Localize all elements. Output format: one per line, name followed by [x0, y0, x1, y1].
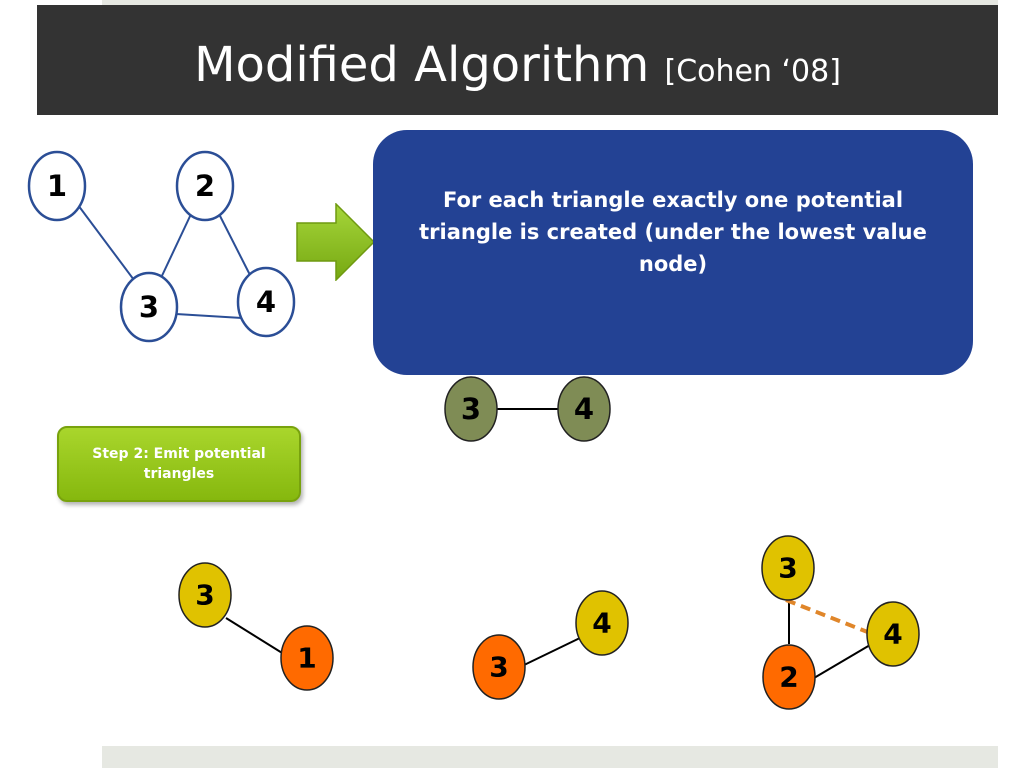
- emitted-node-3: 3: [178, 562, 232, 628]
- emitted-1-node-3-label: 3: [195, 579, 214, 612]
- slide-title: Modified Algorithm [Cohen ‘08]: [37, 35, 998, 102]
- node-4: 4: [236, 266, 296, 338]
- top-decor-strip: [102, 0, 998, 6]
- callout-text: For each triangle exactly one potential …: [419, 188, 927, 276]
- node-2-label: 2: [195, 169, 215, 203]
- emitted-node-4: 4: [575, 590, 629, 656]
- title-bar: Modified Algorithm [Cohen ‘08]: [37, 5, 998, 115]
- edge-2-4: [217, 211, 251, 276]
- edge-1-3: [77, 204, 135, 281]
- step-label: Step 2: Emit potential triangles: [92, 446, 266, 482]
- node-3: 3: [119, 271, 179, 343]
- emitted-2-node-4-label: 4: [592, 607, 611, 640]
- edge-2-3: [159, 211, 193, 281]
- emitted-pair-1: 3 1: [178, 562, 334, 691]
- emitted-node-3: 3: [761, 535, 815, 601]
- emitted-node-2: 2: [762, 644, 816, 710]
- emitted-3-node-4-label: 4: [883, 618, 902, 651]
- emitted-edge: [521, 636, 583, 667]
- emitted-node-3: 3: [472, 634, 526, 700]
- emitted-edge: [813, 644, 871, 679]
- input-graph: 1 2 3 4: [27, 150, 296, 343]
- step-button[interactable]: Step 2: Emit potential triangles: [57, 426, 301, 502]
- edge-pair: 3 4: [444, 376, 611, 442]
- emitted-1-node-1-label: 1: [297, 642, 316, 675]
- node-1: 1: [27, 150, 87, 222]
- node-4-label: 4: [256, 285, 276, 319]
- bottom-decor-strip: [102, 746, 998, 768]
- pair-node-3-label: 3: [461, 392, 481, 426]
- emitted-node-4: 4: [866, 601, 920, 667]
- node-3-label: 3: [139, 290, 159, 324]
- edge-3-4: [175, 313, 243, 319]
- pair-node-4-label: 4: [574, 392, 594, 426]
- pair-node-3: 3: [444, 376, 498, 442]
- pair-node-4: 4: [557, 376, 611, 442]
- callout-box: For each triangle exactly one potential …: [373, 130, 973, 375]
- emitted-pair-2: 4 3: [472, 590, 629, 700]
- node-1-label: 1: [47, 169, 67, 203]
- title-citation: [Cohen ‘08]: [664, 54, 841, 89]
- potential-edge-dashed: [785, 598, 871, 635]
- node-2: 2: [175, 150, 235, 222]
- right-arrow-icon: [296, 203, 376, 281]
- emitted-2-node-3-label: 3: [489, 651, 508, 684]
- emitted-3-node-3-label: 3: [778, 552, 797, 585]
- emitted-3-node-2-label: 2: [779, 661, 798, 694]
- emitted-triangle-3: 3 4 2: [761, 535, 920, 710]
- title-text: Modified Algorithm: [194, 37, 650, 93]
- emitted-edge: [225, 617, 288, 657]
- emitted-node-1: 1: [280, 625, 334, 691]
